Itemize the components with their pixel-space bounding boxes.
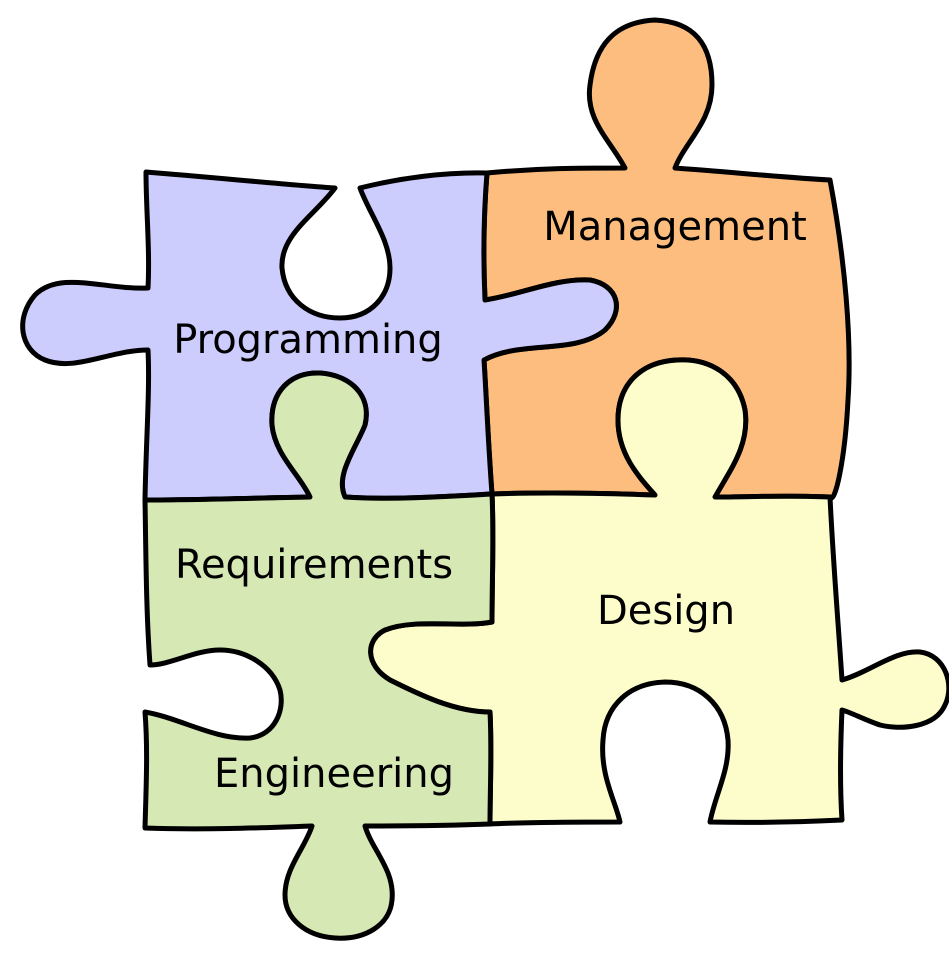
management-label: Management — [543, 204, 807, 250]
requirements-engineering-piece — [142, 370, 496, 941]
programming-label: Programming — [173, 317, 443, 363]
requirements-label: Requirements — [175, 542, 453, 588]
design-label: Design — [597, 588, 735, 634]
engineering-label: Engineering — [214, 751, 454, 797]
